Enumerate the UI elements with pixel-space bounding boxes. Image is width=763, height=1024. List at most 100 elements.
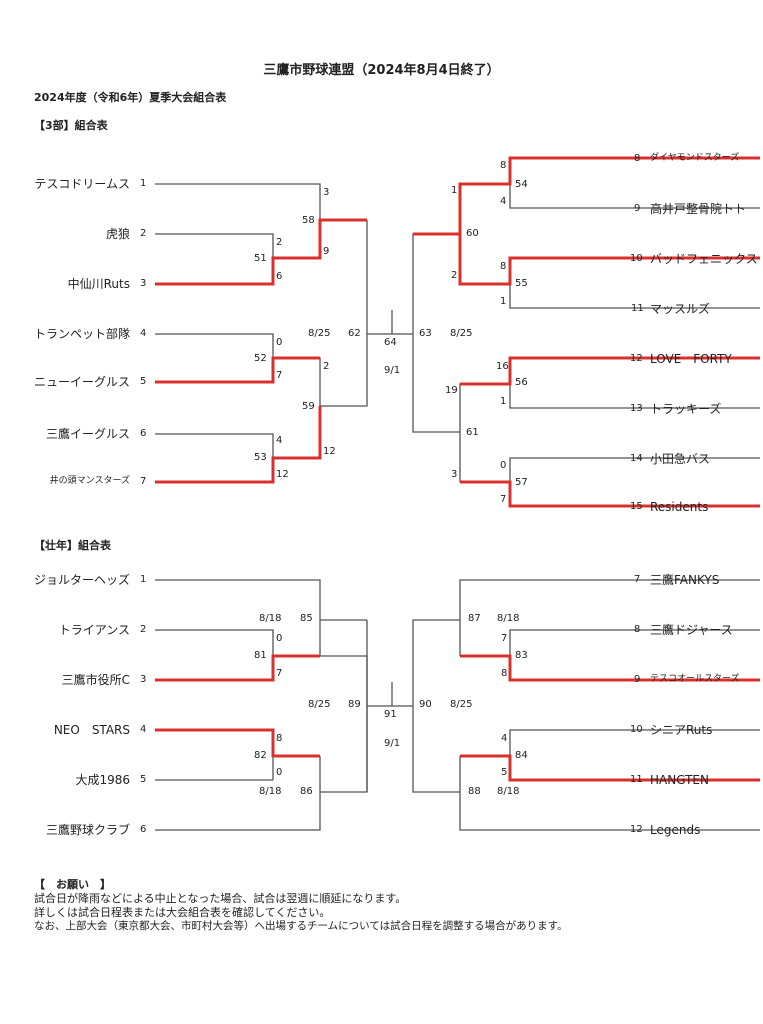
m-game-89: 89 — [348, 699, 361, 710]
m-team-no-9: 9 — [634, 674, 641, 685]
d3-score-9: 4 — [500, 196, 507, 207]
m-team-name-10: シニアRuts — [650, 723, 713, 737]
d3-team-no-6: 6 — [140, 428, 147, 439]
d3-team-no-15: 15 — [630, 501, 643, 512]
d3-team-no-1: 1 — [140, 178, 147, 189]
d3-score-13: 1 — [500, 396, 507, 407]
m-team-no-5: 5 — [140, 774, 147, 785]
d3-team-name-8: ダイヤモンドスターズ — [650, 153, 740, 163]
m-score-10: 4 — [501, 733, 508, 744]
d3-game-62: 62 — [348, 328, 361, 339]
d3-score-54: 1 — [451, 185, 458, 196]
m-team-name-3: 三鷹市役所C — [61, 673, 130, 687]
d3-score-5: 7 — [276, 370, 283, 381]
d3-team-name-11: マッスルズ — [650, 302, 711, 316]
document-subtitle: 2024年度（令和6年）夏季大会組合表 — [34, 91, 227, 104]
d3-team-name-3: 中仙川Ruts — [67, 277, 130, 291]
m-score-11: 5 — [501, 767, 508, 778]
m-team-name-7: 三鷹FANKYS — [650, 573, 720, 587]
m-team-no-1: 1 — [140, 574, 147, 585]
m-team-no-12: 12 — [630, 824, 643, 835]
d3-game-63: 63 — [419, 328, 432, 339]
m-score-3: 7 — [276, 668, 283, 679]
m-date-right: 8/25 — [450, 699, 473, 710]
m-team-no-7: 7 — [634, 574, 641, 585]
d3-score-12: 16 — [496, 361, 509, 372]
d3-game-61: 61 — [466, 427, 479, 438]
d3-game-60: 60 — [466, 228, 479, 239]
d3-game-59: 59 — [302, 401, 315, 412]
m-team-no-6: 6 — [140, 824, 147, 835]
m-score-8: 7 — [501, 633, 508, 644]
d3-score-1: 3 — [323, 187, 330, 198]
d3-game-54: 54 — [515, 179, 528, 190]
m-game-82: 82 — [254, 750, 267, 761]
m-game-88: 88 — [468, 786, 481, 797]
d3-game-55: 55 — [515, 278, 528, 289]
d3-team-name-5: ニューイーグルス — [33, 375, 130, 389]
m-team-name-9: テスコオールスターズ — [650, 674, 740, 684]
d3-game-53: 53 — [254, 452, 267, 463]
m-team-name-8: 三鷹ドジャース — [650, 623, 733, 637]
m-game-87: 87 — [468, 613, 481, 624]
m-date-85: 8/18 — [259, 613, 282, 624]
m-game-84: 84 — [515, 750, 528, 761]
d3-score-6: 4 — [276, 435, 283, 446]
m-team-name-1: ジョルターヘッズ — [33, 573, 130, 587]
m-team-name-6: 三鷹野球クラブ — [45, 823, 130, 837]
d3-game-52: 52 — [254, 353, 267, 364]
d3-team-no-8: 8 — [634, 153, 641, 164]
notes-line-2: 詳しくは試合日程表または大会組合表を確認してください。 — [34, 906, 331, 919]
d3-team-name-9: 高井戸整骨院トト — [650, 202, 747, 216]
d3-team-no-10: 10 — [630, 253, 643, 264]
d3-date-left: 8/25 — [308, 328, 331, 339]
d3-score-3: 6 — [276, 271, 283, 282]
d3-score-55: 2 — [451, 270, 458, 281]
d3-score-4: 0 — [276, 337, 283, 348]
d3-game-51: 51 — [254, 253, 267, 264]
m-game-91: 91 — [384, 709, 397, 720]
m-team-name-11: HANGTEN — [650, 773, 709, 787]
d3-score-2: 2 — [276, 237, 283, 248]
m-game-85: 85 — [300, 613, 313, 624]
d3-date-right: 8/25 — [450, 328, 473, 339]
d3-score-14: 0 — [500, 460, 507, 471]
m-date-final: 9/1 — [384, 738, 401, 749]
d3-team-no-5: 5 — [140, 376, 147, 387]
m-date-left: 8/25 — [308, 699, 331, 710]
d3-score-15: 7 — [500, 494, 507, 505]
d3-team-name-1: テスコドリームス — [34, 177, 130, 191]
document-title: 三鷹市野球連盟（2024年8月4日終了） — [263, 63, 500, 78]
d3-team-name-12: LOVE FORTY — [650, 352, 732, 366]
m-score-5: 0 — [276, 767, 283, 778]
notes-line-3: なお、上部大会（東京都大会、市町村大会等）へ出場するチームについては試合日程を調… — [34, 920, 568, 932]
m-game-86: 86 — [300, 786, 313, 797]
d3-team-no-7: 7 — [140, 476, 147, 487]
d3-team-name-2: 虎狼 — [105, 227, 130, 241]
d3-team-no-4: 4 — [140, 328, 147, 339]
masters-heading: 【壮年】組合表 — [34, 539, 111, 552]
d3-score-11: 1 — [500, 296, 507, 307]
division3-heading: 【3部】組合表 — [34, 119, 108, 132]
d3-score-10: 8 — [500, 261, 507, 272]
d3-score-53: 12 — [323, 446, 336, 457]
m-date-88: 8/18 — [497, 786, 520, 797]
d3-game-56: 56 — [515, 377, 528, 388]
m-team-no-11: 11 — [630, 774, 643, 785]
d3-score-7: 12 — [276, 469, 289, 480]
d3-game-58: 58 — [302, 215, 315, 226]
d3-team-no-14: 14 — [630, 453, 643, 464]
d3-score-56: 19 — [445, 385, 458, 396]
m-game-90: 90 — [419, 699, 432, 710]
d3-team-name-7: 井の頭マンスターズ — [49, 476, 130, 486]
d3-team-name-10: バッドフェニックス — [650, 252, 758, 266]
d3-team-name-15: Residents — [650, 500, 709, 514]
d3-score-8: 8 — [500, 160, 507, 171]
d3-team-name-14: 小田急バス — [650, 452, 711, 466]
d3-team-name-13: トラッキーズ — [650, 402, 722, 416]
notes-heading: 【 お願い 】 — [34, 878, 111, 891]
d3-game-57: 57 — [515, 477, 528, 488]
m-score-4: 8 — [276, 733, 283, 744]
d3-score-57: 3 — [451, 469, 458, 480]
